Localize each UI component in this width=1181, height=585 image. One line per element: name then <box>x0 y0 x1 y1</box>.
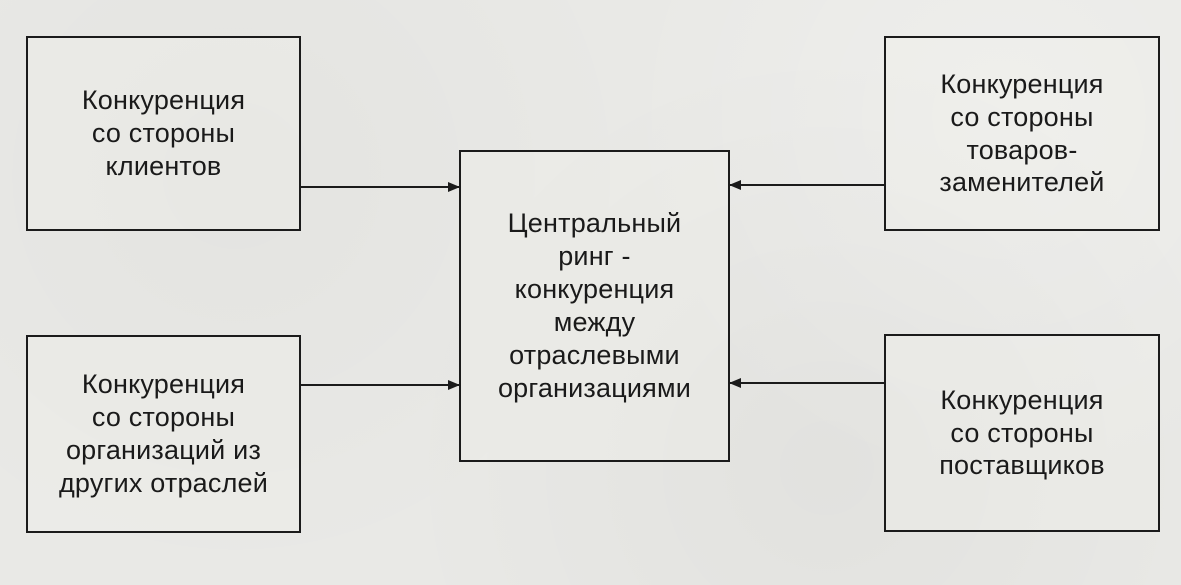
box-clients: Конкуренция со стороны клиентов <box>26 36 301 231</box>
box-substitutes-label: Конкуренция со стороны товаров- замените… <box>939 68 1105 198</box>
box-substitutes: Конкуренция со стороны товаров- замените… <box>884 36 1160 231</box>
box-central-ring: Центральный ринг - конкуренция между отр… <box>459 150 730 462</box>
box-central-ring-label: Центральный ринг - конкуренция между отр… <box>497 208 692 403</box>
box-suppliers: Конкуренция со стороны поставщиков <box>884 334 1160 532</box>
box-suppliers-label: Конкуренция со стороны поставщиков <box>939 384 1105 481</box>
box-clients-label: Конкуренция со стороны клиентов <box>81 85 246 181</box>
box-other-industries: Конкуренция со стороны организаций из др… <box>26 335 301 533</box>
box-other-industries-label: Конкуренция со стороны организаций из др… <box>58 369 269 498</box>
